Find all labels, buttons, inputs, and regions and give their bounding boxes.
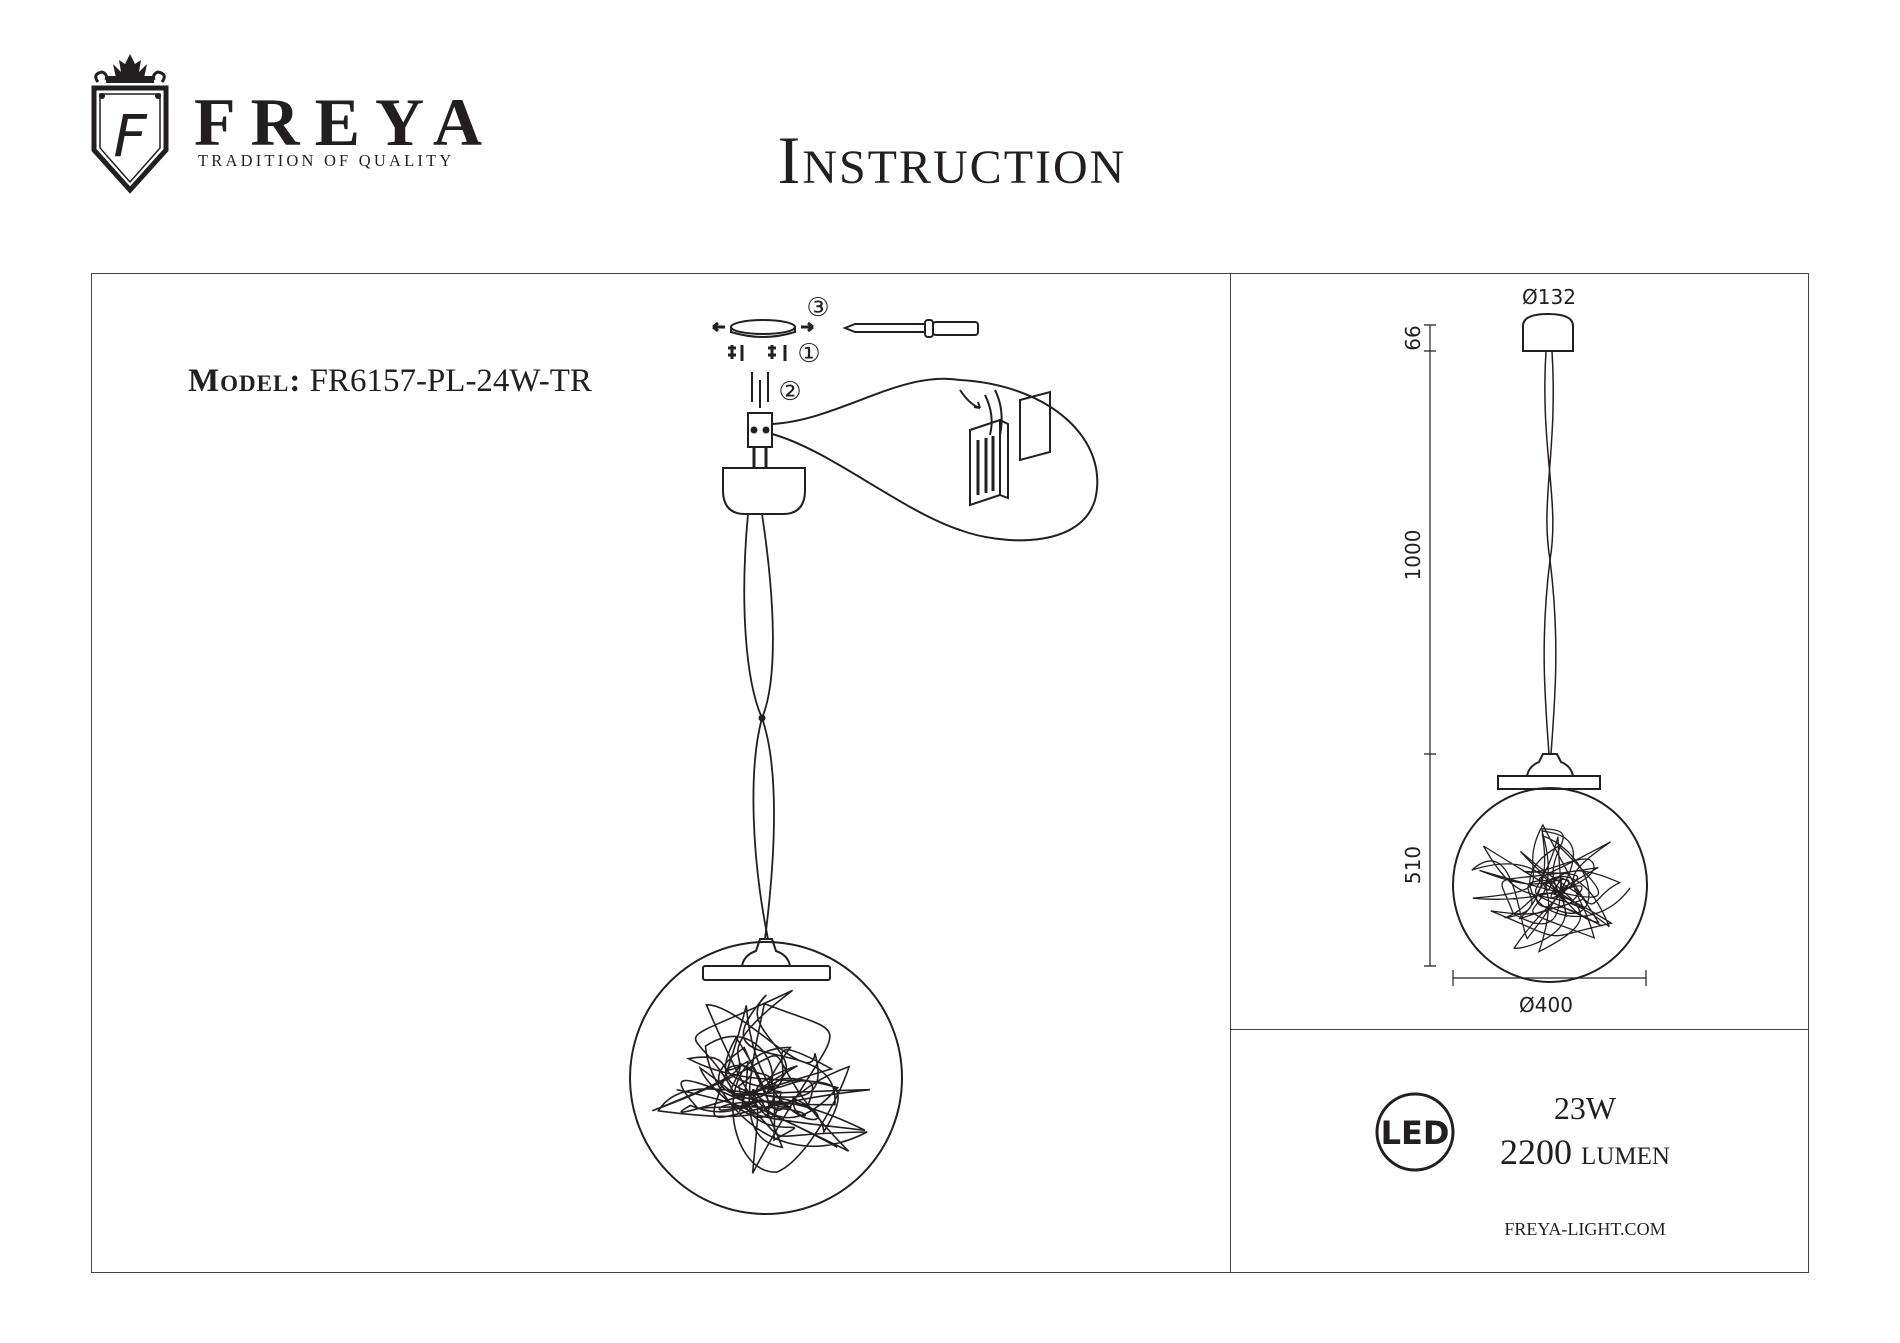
model-number: FR6157-PL-24W-TR — [309, 363, 592, 399]
brand-tagline: TRADITION OF QUALITY — [198, 151, 455, 170]
dim-shade-height: 510 — [1401, 846, 1425, 884]
led-badge-icon: LED — [1375, 1092, 1455, 1172]
step-2-marker: ② — [778, 377, 801, 407]
dim-canopy-diameter: Ø132 — [1522, 285, 1576, 309]
logo-monogram: F — [113, 102, 148, 170]
led-badge-text: LED — [1381, 1114, 1450, 1152]
step-1-marker: ① — [797, 339, 820, 369]
website-link[interactable]: FREYA-LIGHT.COM — [1504, 1219, 1666, 1239]
spec-power: 23W — [1553, 1090, 1617, 1126]
tangled-wire-filament — [652, 989, 870, 1174]
pendant-globe-large — [629, 938, 903, 1215]
horizontal-divider — [1230, 1029, 1809, 1030]
tangled-wire-filament — [1471, 823, 1631, 953]
dim-canopy-height: 66 — [1401, 325, 1425, 350]
model-label: Model: — [188, 363, 302, 399]
freya-logo-crest: F — [91, 54, 169, 194]
content-frame — [91, 273, 1809, 1273]
dim-cable-length: 1000 — [1401, 530, 1425, 581]
step-3-marker: ③ — [806, 293, 829, 323]
page-title: Instruction — [777, 122, 1127, 198]
model-line: Model: FR6157-PL-24W-TR — [188, 365, 592, 398]
installation-diagram — [712, 319, 1099, 542]
vertical-divider — [1230, 273, 1231, 1273]
brand-name: FREYA — [194, 84, 497, 160]
dimension-drawing — [1424, 312, 1648, 986]
dim-shade-diameter: Ø400 — [1519, 993, 1573, 1017]
spec-luminous-flux: 2200 lumen — [1500, 1132, 1670, 1172]
